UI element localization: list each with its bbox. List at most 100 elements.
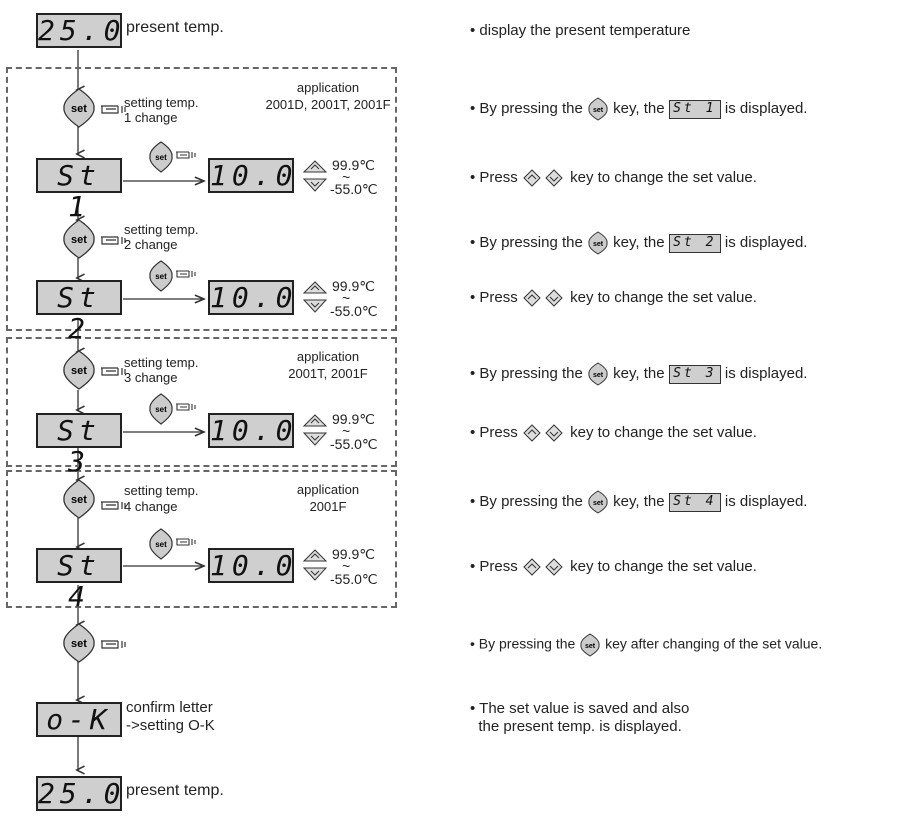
desc-8: • Press key to change the set value. — [470, 557, 757, 577]
up-down-inline-icon — [523, 558, 563, 576]
range-max-2: 99.9℃ — [332, 278, 375, 294]
desc-1-suffix: is displayed. — [724, 99, 808, 117]
desc-7-suffix: is displayed. — [724, 492, 808, 510]
desc-9-prefix: By pressing the — [478, 635, 576, 652]
set-key-inline-icon: set — [588, 490, 608, 514]
up-down-inline-icon — [523, 289, 563, 307]
present-temp-label-top: present temp. — [126, 19, 224, 36]
step4-app-line1: application — [296, 482, 360, 497]
set-key-small-icon[interactable]: set — [148, 141, 174, 173]
set-key-icon[interactable]: set — [62, 88, 96, 128]
desc-2-prefix: Press — [479, 168, 518, 186]
svg-text:set: set — [71, 638, 87, 650]
up-down-keys-icon[interactable] — [302, 278, 328, 316]
step2-note-line1: setting temp. — [124, 222, 199, 237]
range-max-4: 99.9℃ — [332, 546, 375, 562]
set-key-icon[interactable]: set — [62, 479, 96, 519]
desc-3-prefix: By pressing the — [479, 233, 583, 251]
desc-5-middle: key, the — [613, 364, 665, 382]
svg-text:set: set — [585, 643, 596, 650]
desc-7-prefix: By pressing the — [479, 492, 583, 510]
range-min-1: -55.0℃ — [330, 181, 378, 197]
desc-1: • By pressing the set key, the St 1 is d… — [470, 97, 807, 121]
svg-text:set: set — [71, 494, 87, 506]
hand-pointer-icon — [176, 151, 196, 159]
desc-10-line2: the present temp. is displayed. — [478, 718, 682, 735]
range-max-3: 99.9℃ — [332, 411, 375, 427]
set-key-small-icon[interactable]: set — [148, 528, 174, 560]
desc-3-lcd: St 2 — [668, 233, 721, 253]
range-min-3: -55.0℃ — [330, 436, 378, 452]
set-key-inline-icon: set — [588, 97, 608, 121]
set-key-small-icon[interactable]: set — [148, 260, 174, 292]
desc-6: • Press key to change the set value. — [470, 423, 757, 443]
desc-0-text: display the present temperature — [479, 22, 691, 39]
desc-7-lcd: St 4 — [668, 492, 721, 512]
hand-pointer-icon — [101, 640, 126, 649]
step3-app-line1: application — [296, 349, 360, 364]
desc-8-prefix: Press — [479, 557, 518, 575]
desc-4-prefix: Press — [479, 288, 518, 306]
svg-text:set: set — [593, 500, 604, 507]
up-down-keys-icon[interactable] — [302, 546, 328, 584]
step4-app-line2: 2001F — [309, 499, 347, 514]
range-max-1: 99.9℃ — [332, 157, 375, 173]
hand-pointer-icon — [101, 236, 126, 245]
desc-5-prefix: By pressing the — [479, 364, 583, 382]
desc-7: • By pressing the set key, the St 4 is d… — [470, 490, 807, 514]
lcd-start: 25.0 — [36, 13, 126, 48]
hand-pointer-icon — [176, 538, 196, 546]
group-box-1 — [6, 67, 397, 331]
set-key-icon[interactable]: set — [62, 350, 96, 390]
step1-app-line2: 2001D, 2001T, 2001F — [265, 97, 391, 112]
lcd-st1: St 1 — [36, 158, 122, 222]
up-down-keys-icon[interactable] — [302, 157, 328, 195]
desc-8-suffix: key to change the set value. — [570, 557, 757, 575]
svg-text:set: set — [155, 153, 167, 162]
group-box-3 — [6, 470, 397, 608]
desc-5-lcd: St 3 — [668, 364, 721, 384]
lcd-end: 25.0 — [36, 776, 126, 811]
desc-9: • By pressing the set key after changing… — [470, 633, 822, 657]
desc-3: • By pressing the set key, the St 2 is d… — [470, 231, 807, 255]
svg-text:set: set — [155, 405, 167, 414]
set-key-small-icon[interactable]: set — [148, 393, 174, 425]
desc-10: • The set value is saved and also the pr… — [470, 700, 690, 735]
svg-text:set: set — [155, 272, 167, 281]
range-tilde-4: ~ — [342, 558, 351, 574]
confirm-label-line1: confirm letter — [126, 699, 213, 716]
desc-1-prefix: By pressing the — [479, 99, 583, 117]
desc-7-middle: key, the — [613, 492, 665, 510]
up-down-inline-icon — [523, 424, 563, 442]
set-key-inline-icon: set — [588, 362, 608, 386]
group-box-2 — [6, 337, 397, 467]
desc-6-suffix: key to change the set value. — [570, 423, 757, 441]
svg-text:set: set — [71, 234, 87, 246]
lcd-set-value-3: 10.0 — [208, 413, 298, 448]
step1-note-line2: 1 change — [124, 110, 178, 125]
range-tilde-1: ~ — [342, 169, 351, 185]
range-tilde-2: ~ — [342, 290, 351, 306]
lcd-set-value-1: 10.0 — [208, 158, 298, 193]
confirm-label-line2: ->setting O-K — [126, 717, 215, 734]
svg-text:set: set — [593, 372, 604, 379]
desc-1-lcd: St 1 — [668, 99, 721, 119]
step4-note-line1: setting temp. — [124, 483, 199, 498]
set-key-icon[interactable]: set — [62, 623, 96, 663]
step2-note-line2: 2 change — [124, 237, 178, 252]
desc-0: • display the present temperature — [470, 22, 691, 39]
step1-app-line1: application — [296, 80, 360, 95]
hand-pointer-icon — [101, 105, 126, 114]
lcd-st4: St 4 — [36, 548, 122, 612]
up-down-keys-icon[interactable] — [302, 411, 328, 449]
lcd-st2: St 2 — [36, 280, 122, 344]
desc-2: • Press key to change the set value. — [470, 168, 757, 188]
lcd-set-value-4: 10.0 — [208, 548, 298, 583]
set-key-icon[interactable]: set — [62, 219, 96, 259]
desc-6-prefix: Press — [479, 423, 518, 441]
desc-4-suffix: key to change the set value. — [570, 288, 757, 306]
set-key-inline-icon: set — [580, 633, 600, 657]
lcd-confirm: o-K — [36, 702, 122, 737]
hand-pointer-icon — [101, 501, 126, 510]
